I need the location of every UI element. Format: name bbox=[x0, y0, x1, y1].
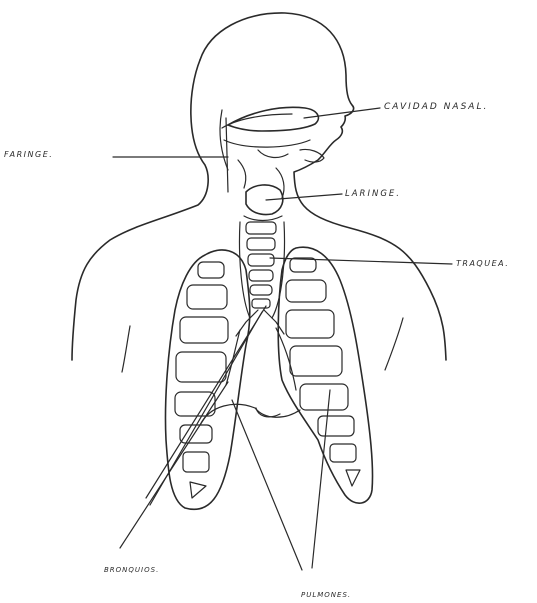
label-pulmones: PULMONES. bbox=[301, 591, 351, 599]
label-cavidad-nasal: CAVIDAD NASAL. bbox=[384, 102, 488, 112]
leader-bronquios-1 bbox=[146, 306, 266, 498]
leader-traquea bbox=[270, 258, 452, 264]
leader-bronquios-3 bbox=[120, 382, 228, 548]
label-bronquios: BRONQUIOS. bbox=[104, 566, 159, 574]
nasal-cavity bbox=[220, 107, 324, 170]
label-faringe: FARINGE. bbox=[4, 150, 53, 159]
label-traquea: TRAQUEA. bbox=[456, 259, 509, 268]
leader-laringe bbox=[266, 194, 342, 200]
label-laringe: LARINGE. bbox=[345, 189, 401, 199]
larynx bbox=[244, 185, 283, 221]
leader-pulmones-1 bbox=[232, 400, 302, 570]
left-lung bbox=[165, 250, 249, 509]
